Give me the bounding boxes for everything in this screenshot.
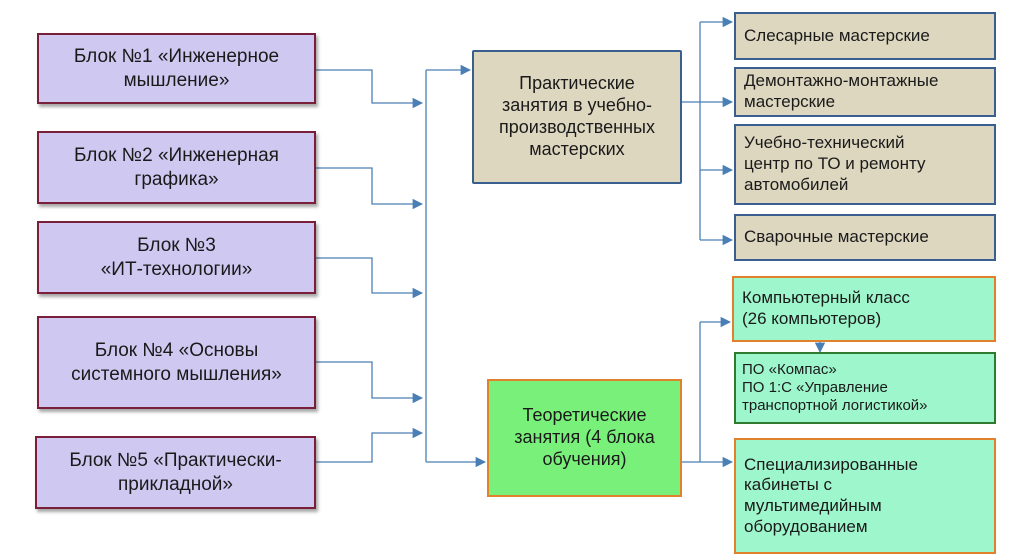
block-3: Блок №3 «ИТ-технологии» xyxy=(37,221,316,294)
workshop-slesar-label: Слесарные мастерские xyxy=(744,25,930,45)
workshop-demontazh-label: Демонтажно-монтажные мастерские xyxy=(744,71,939,111)
software-box: ПО «Компас» ПО 1:С «Управление транспорт… xyxy=(734,352,996,424)
theory-classes-box: Теоретические занятия (4 блока обучения) xyxy=(487,379,682,497)
block4-connector xyxy=(316,361,424,404)
block-3-label: Блок №3 «ИТ-технологии» xyxy=(100,235,253,280)
block1-connector xyxy=(316,69,424,109)
block5-connector xyxy=(316,427,424,463)
block-2-label: Блок №2 «Инженерная графика» xyxy=(74,145,279,190)
block3-connector xyxy=(316,257,424,299)
computer-class-box: Компьютерный класс (26 компьютеров) xyxy=(732,276,996,342)
block2-connector xyxy=(316,167,424,210)
block-2: Блок №2 «Инженерная графика» xyxy=(37,131,316,204)
workshop-demontazh: Демонтажно-монтажные мастерские xyxy=(734,67,996,117)
workshop-slesar: Слесарные мастерские xyxy=(734,12,996,60)
block-5: Блок №5 «Практически- прикладной» xyxy=(35,436,316,509)
workshop-welding-label: Сварочные мастерские xyxy=(744,227,929,247)
specialized-rooms-box: Специализированные кабинеты с мультимеди… xyxy=(734,438,996,554)
workshop-training-center: Учебно-технический центр по ТО и ремонту… xyxy=(734,124,996,205)
computer-class-label: Компьютерный класс (26 компьютеров) xyxy=(742,288,910,328)
practical-classes-box: Практические занятия в учебно- производс… xyxy=(472,50,682,184)
workshop-training-center-label: Учебно-технический центр по ТО и ремонту… xyxy=(744,133,926,194)
block-1-label: Блок №1 «Инженерное мышление» xyxy=(73,46,280,91)
theory-classes-label: Теоретические занятия (4 блока обучения) xyxy=(514,405,655,469)
block-4-label: Блок №4 «Основы системного мышления» xyxy=(71,340,282,385)
practical-classes-label: Практические занятия в учебно- производс… xyxy=(499,73,655,159)
block-5-label: Блок №5 «Практически- прикладной» xyxy=(69,450,282,495)
block-4: Блок №4 «Основы системного мышления» xyxy=(37,316,316,409)
specialized-rooms-label: Специализированные кабинеты с мультимеди… xyxy=(744,454,918,536)
block-1: Блок №1 «Инженерное мышление» xyxy=(37,33,316,104)
software-label: ПО «Компас» ПО 1:С «Управление транспорт… xyxy=(742,360,928,415)
workshop-welding: Сварочные мастерские xyxy=(734,214,996,261)
